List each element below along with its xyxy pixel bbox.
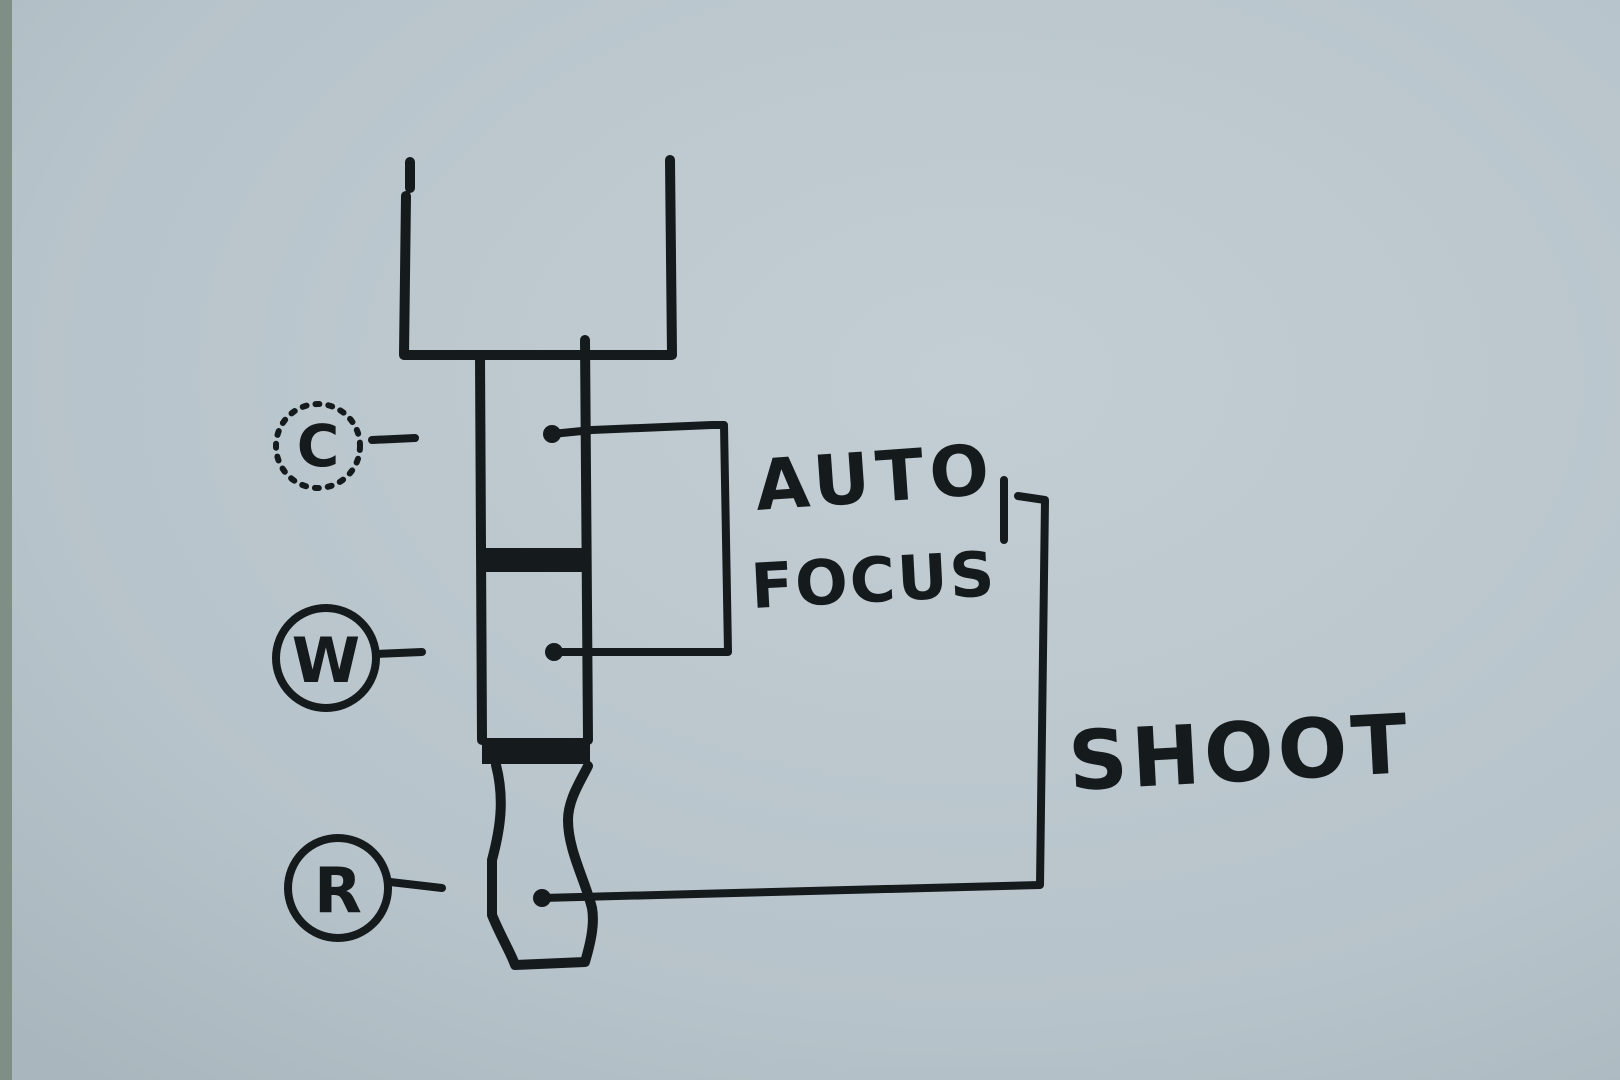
label-c-leader	[368, 434, 419, 444]
autofocus-label-line1: AUTO	[752, 428, 997, 527]
left-edge-shadow	[0, 0, 12, 1080]
plug-housing	[399, 155, 677, 360]
label-c-circle	[273, 401, 363, 491]
insulator-ring-lower	[482, 738, 590, 764]
contact-label-c: C	[273, 401, 419, 491]
label-w-leader	[372, 648, 426, 658]
plug-tip	[487, 760, 598, 970]
label-r-leader	[386, 878, 446, 892]
plug-shaft-right	[580, 335, 593, 745]
label-w-circle	[272, 604, 380, 712]
shoot-wire	[538, 476, 1049, 902]
contact-label-w: W	[272, 604, 426, 712]
contact-label-r: R	[284, 834, 446, 942]
insulator-ring-upper	[480, 548, 588, 572]
label-r-circle	[284, 834, 392, 942]
shoot-label: SHOOT	[1066, 697, 1414, 810]
autofocus-wire	[548, 421, 732, 656]
label-w-text: W	[292, 624, 360, 697]
label-c-text: C	[297, 412, 340, 480]
label-r-text: R	[314, 854, 362, 927]
autofocus-label-line2: FOCUS	[749, 537, 998, 623]
